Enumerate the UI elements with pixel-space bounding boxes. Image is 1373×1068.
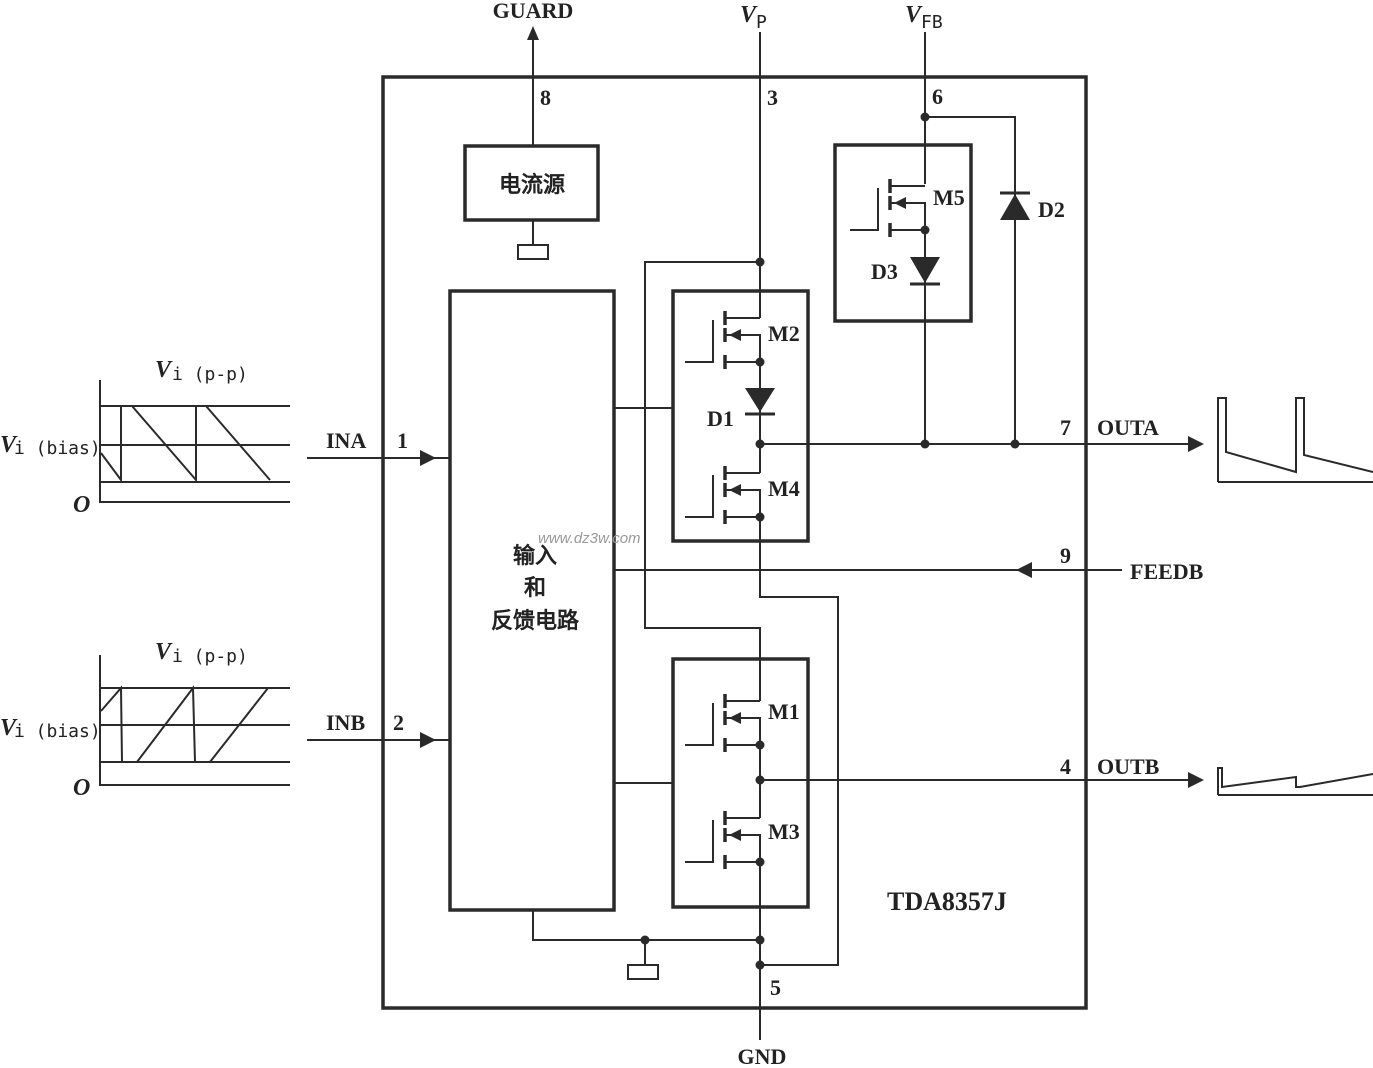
ground-symbol [627, 964, 659, 980]
m4-label: M4 [768, 476, 800, 501]
outa-label: OUTA [1097, 415, 1159, 440]
outb-label: OUTB [1097, 754, 1160, 779]
pin-9: 9 [1060, 543, 1071, 568]
pin-7: 7 [1060, 415, 1071, 440]
guard-label: GUARD [493, 0, 574, 23]
m1-m3-block [671, 657, 810, 909]
vpp-subscript: i (p-p) [172, 364, 248, 385]
current-source-block [463, 144, 600, 222]
vbias-symbol: V [0, 432, 18, 458]
arrow-right-icon [420, 450, 436, 466]
arrow-right-icon [1188, 436, 1204, 452]
vpp-symbol: V [155, 357, 173, 383]
block-label-line3: 反馈电路 [491, 608, 580, 634]
input-waveform-b: V i (p-p) V i (bias) O [0, 639, 290, 801]
outb-waveform [1217, 767, 1373, 795]
diode-d2 [1000, 194, 1030, 220]
watermark: www.dz3w.com [538, 530, 641, 547]
pin-6: 6 [932, 84, 943, 109]
origin-label: O [73, 775, 90, 801]
transistor-m3 [685, 811, 765, 869]
d1-label: D1 [707, 406, 734, 431]
vfb-symbol: V [905, 2, 923, 28]
vfb-subscript: FB [921, 12, 943, 33]
block-label-line2: 和 [524, 576, 546, 601]
m2-m4-block [671, 289, 810, 543]
vp-subscript: P [756, 12, 767, 33]
ground-symbol [517, 244, 549, 260]
arrow-left-icon [1016, 562, 1032, 578]
vbias-subscript: i (bias) [14, 438, 101, 459]
current-source-label: 电流源 [499, 172, 565, 198]
transistor-m4 [685, 466, 765, 524]
transistor-m2 [685, 311, 765, 369]
input-waveform-a: V i (p-p) V i (bias) O [0, 357, 290, 518]
transistor-m5 [850, 179, 930, 237]
inb-label: INB [326, 710, 365, 735]
m2-label: M2 [768, 321, 800, 346]
vp-symbol: V [740, 2, 758, 28]
feedb-label: FEEDB [1130, 559, 1204, 584]
vpp-subscript: i (p-p) [172, 646, 248, 667]
arrow-right-icon [420, 732, 436, 748]
pin-3: 3 [767, 85, 778, 110]
diode-d3 [910, 257, 940, 283]
gnd-label: GND [738, 1044, 787, 1068]
ina-label: INA [326, 428, 366, 453]
m1-label: M1 [768, 699, 800, 724]
pin-1: 1 [397, 428, 408, 453]
vpp-symbol: V [155, 639, 173, 665]
pin-5: 5 [770, 975, 781, 1000]
pin-4: 4 [1060, 754, 1071, 779]
pin-2: 2 [393, 710, 404, 735]
m5-label: M5 [933, 185, 965, 210]
outa-waveform [1217, 397, 1373, 482]
chip-name: TDA8357J [887, 887, 1007, 916]
vbias-subscript: i (bias) [14, 721, 101, 742]
transistor-m1 [685, 694, 765, 752]
origin-label: O [73, 492, 90, 518]
arrow-right-icon [1188, 772, 1204, 788]
pin-8: 8 [540, 85, 551, 110]
chip-outline [381, 75, 1088, 1010]
block-label-line1: 输入 [513, 543, 557, 569]
d2-label: D2 [1038, 197, 1065, 222]
arrow-up-icon [527, 26, 539, 40]
m5-d3-block [833, 143, 973, 323]
m3-label: M3 [768, 819, 800, 844]
vbias-symbol: V [0, 715, 18, 741]
d3-label: D3 [871, 259, 898, 284]
diode-d1 [745, 388, 775, 412]
